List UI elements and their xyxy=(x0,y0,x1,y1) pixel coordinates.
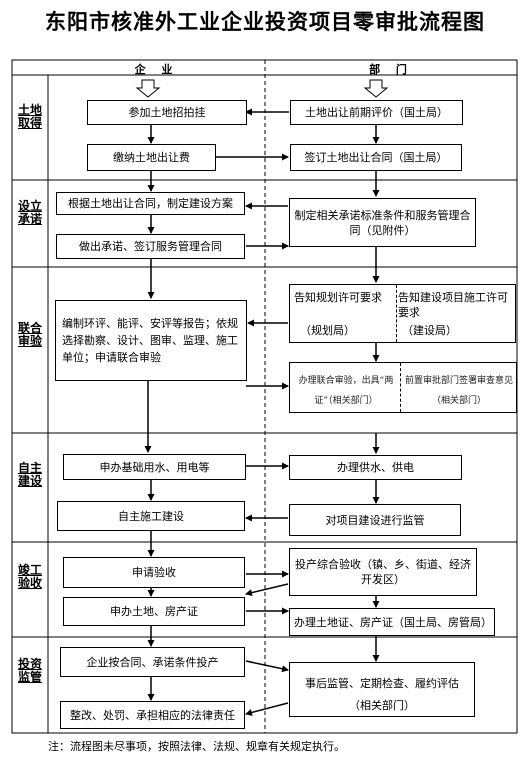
joint-review-text: 办理联合审验，出具“两证”（相关部门） xyxy=(298,376,394,406)
box-apply-utilities: 申办基础用水、用电等 xyxy=(63,454,246,480)
box-joint-review-group: 办理联合审验，出具“两证”（相关部门） 前置审批部门签署审查意见（相关部门） xyxy=(289,362,517,413)
box-self-build: 自主施工建设 xyxy=(57,501,245,531)
stage-joint-review: 联合审验 xyxy=(17,321,42,348)
box-permit-requirements: 告知规划许可要求 （规划局） 告知建设项目施工许可要求 （建设局） xyxy=(289,284,516,343)
stage-land-acquisition: 土地取得 xyxy=(17,103,42,130)
box-sign-contract: 签订土地出让合同（国土局） xyxy=(290,144,462,171)
stage-investment-supervision: 投资监管 xyxy=(17,657,42,684)
pre-approval-text: 前置审批部门签署审查意见（相关部门） xyxy=(404,376,513,406)
box-handle-certificate: 办理土地证、房产证（国土局、房管局） xyxy=(289,608,495,636)
plan-permit-text: 告知规划许可要求 xyxy=(294,291,382,304)
page-title: 东阳市核准外工业企业投资项目零审批流程图 xyxy=(45,9,485,34)
box-set-standards: 制定相关承诺标准条件和服务管理合同（见附件） xyxy=(289,198,476,247)
box-commit-production: 企业按合同、承诺条件投产 xyxy=(60,647,245,677)
stage-self-construction: 自主建设 xyxy=(17,461,42,488)
build-permit-text: 告知建设项目施工许可要求 xyxy=(398,291,508,319)
box-supervise: 对项目建设进行监管 xyxy=(289,504,461,536)
box-plan-design: 根据土地出让合同，制定建设方案 xyxy=(56,192,245,215)
box-comprehensive-acceptance: 投产综合验收（镇、乡、街道、经济开发区） xyxy=(289,548,477,596)
box-prepare-reports: 编制环评、能评、安评等报告；依规选择勘察、设计、图审、监理、施工单位；申请联合审… xyxy=(55,300,247,381)
build-permit-dept: （建设局） xyxy=(402,324,457,337)
box-pay-fee: 缴纳土地出让费 xyxy=(87,144,216,171)
box-rectify: 整改、处罚、承担相应的法律责任 xyxy=(60,701,245,729)
plan-permit-dept: （规划局） xyxy=(300,324,355,337)
box-apply-acceptance: 申请验收 xyxy=(63,557,245,588)
post-supervision-dept: （相关部门） xyxy=(349,699,415,712)
header-department: 部 门 xyxy=(369,63,413,76)
footnote: 注：流程图未尽事项，按照法律、法规、规章有关规定执行。 xyxy=(48,740,345,753)
box-join-auction: 参加土地招拍挂 xyxy=(87,100,247,125)
box-apply-certificate: 申办土地、房产证 xyxy=(63,597,245,626)
box-pre-evaluation: 土地出让前期评价（国土局） xyxy=(290,100,463,125)
box-handle-utilities: 办理供水、供电 xyxy=(289,455,462,480)
box-make-promise: 做出承诺、签订服务管理合同 xyxy=(56,234,245,259)
stage-commitment: 设立承诺 xyxy=(17,199,42,226)
header-enterprise: 企 业 xyxy=(134,63,179,76)
post-supervision-text: 事后监管、定期检查、履约评估 xyxy=(305,677,459,690)
box-post-supervision: 事后监管、定期检查、履约评估 （相关部门） xyxy=(289,662,475,717)
stage-completion-acceptance: 竣工验收 xyxy=(17,563,42,590)
